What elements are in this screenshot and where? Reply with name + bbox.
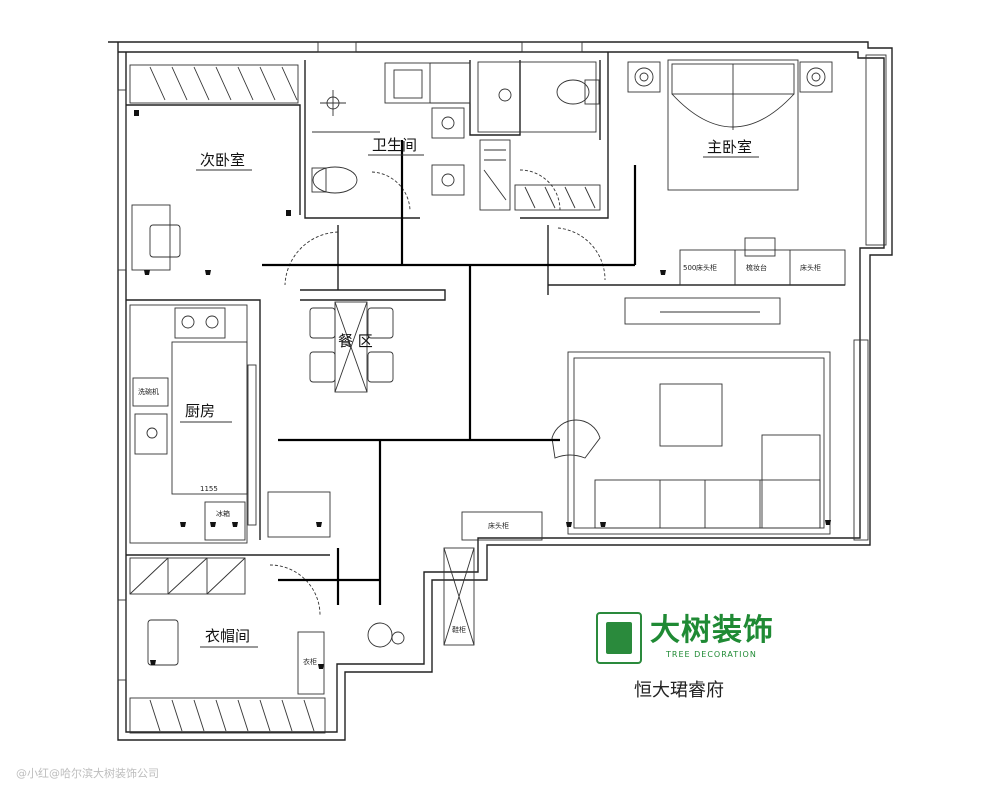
master-bed — [627, 59, 846, 286]
bathroom-label: 卫生间 — [372, 136, 417, 154]
tree-logo-icon — [596, 612, 642, 664]
watermark: @小红@哈尔滨大树装饰公司 — [16, 767, 159, 780]
nightstand-left-label: 床头柜 — [696, 263, 717, 272]
outer-walls — [108, 41, 893, 741]
nightstand-right-label: 床头柜 — [800, 263, 821, 272]
shoe-cabinet-label: 鞋柜 — [452, 625, 466, 634]
dining-label: 餐 区 — [338, 332, 373, 350]
bathroom-fixtures — [311, 61, 601, 211]
tv-console — [624, 297, 781, 325]
master-bedroom-label: 主卧室 — [707, 138, 752, 156]
vanity-label: 梳妆台 — [746, 263, 767, 272]
light-markers — [134, 110, 831, 669]
room-labels: 次卧室 卫生间 主卧室 餐 区 厨房 衣帽间 — [180, 136, 759, 648]
closet-label: 衣柜 — [303, 657, 317, 666]
entry-cabinet — [367, 511, 543, 648]
cloakroom-label: 衣帽间 — [205, 627, 250, 645]
entry-nightstand-label: 床头柜 — [488, 521, 509, 530]
project-name: 恒大珺睿府 — [634, 680, 724, 701]
dishwasher-label: 洗碗机 — [138, 387, 159, 396]
brand-subtitle: TREE DECORATION — [666, 650, 757, 659]
circulation-lines — [262, 140, 637, 605]
kitchen-fixtures — [129, 304, 257, 544]
fridge-label: 冰箱 — [216, 509, 230, 518]
windows — [117, 41, 887, 681]
brand-logo: 大树装饰 TREE DECORATION — [596, 612, 786, 668]
second-bedroom-label: 次卧室 — [200, 151, 245, 169]
dining-table — [309, 301, 394, 393]
brand-name: 大树装饰 — [650, 613, 774, 648]
second-bedroom-wardrobe — [129, 64, 299, 104]
second-bedroom-desk — [131, 204, 181, 271]
cloakroom-fixtures — [129, 491, 331, 734]
room-partitions — [126, 52, 845, 556]
door-swings — [269, 169, 606, 616]
living-room-furniture — [551, 351, 831, 535]
cabinet-500-label: 500 — [683, 264, 696, 272]
kitchen-label: 厨房 — [185, 402, 215, 420]
fixture-labels: 洗碗机 冰箱 1155 梳妆台 床头柜 床头柜 500 鞋柜 床头柜 衣柜 — [138, 263, 821, 666]
kitchen-dimension: 1155 — [200, 485, 218, 493]
